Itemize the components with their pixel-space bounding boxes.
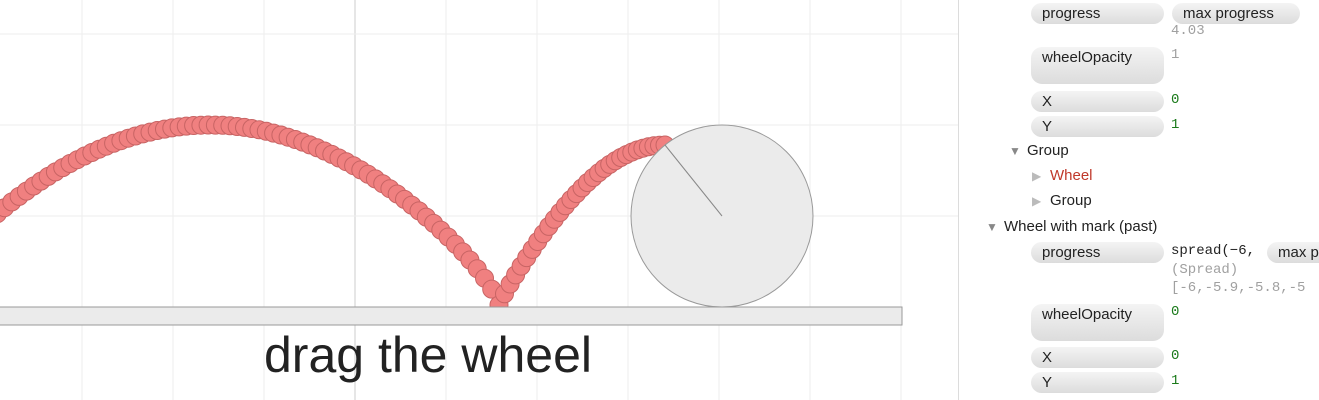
spread-type: (Spread) (1171, 262, 1239, 278)
wheel-label: Wheel (1050, 167, 1093, 184)
inspector-panel: progress max progress 4.03 wheelOpacity … (959, 0, 1319, 400)
past-x-param[interactable]: X (1031, 347, 1164, 368)
past-wheel-opacity-label: wheelOpacity (1042, 306, 1133, 323)
past-wheel-opacity-value[interactable]: 0 (1171, 304, 1180, 320)
spread-expression[interactable]: spread(−6, (1171, 243, 1256, 259)
caption-text: drag the wheel (263, 327, 592, 383)
wheel-opacity-value: 1 (1171, 47, 1180, 63)
progress-label: progress (1042, 5, 1101, 22)
triangle-down-icon[interactable]: ▼ (986, 220, 998, 234)
group-label: Group (1027, 142, 1069, 159)
tree-wheel-with-mark[interactable]: ▼ Wheel with mark (past) (986, 218, 1157, 235)
wheel-spoke (664, 144, 723, 217)
past-x-value[interactable]: 0 (1171, 348, 1180, 364)
triangle-right-icon[interactable]: ▶ (1032, 194, 1042, 208)
triangle-down-icon[interactable]: ▼ (1009, 144, 1021, 158)
progress-param[interactable]: progress (1031, 3, 1164, 24)
past-progress-param[interactable]: progress (1031, 242, 1164, 263)
wheel[interactable] (630, 124, 814, 308)
past-y-value[interactable]: 1 (1171, 373, 1180, 389)
y-label: Y (1042, 118, 1053, 135)
wheel-opacity-param[interactable]: wheelOpacity (1031, 47, 1164, 84)
tree-group[interactable]: ▼ Group (1009, 142, 1069, 159)
past-max-progress-param[interactable]: max p (1267, 242, 1319, 263)
canvas-area[interactable]: drag the wheel (0, 0, 958, 400)
tree-subgroup[interactable]: ▶ Group (1032, 192, 1092, 209)
panel-divider (958, 0, 959, 400)
max-progress-value: 4.03 (1171, 23, 1205, 39)
subgroup-label: Group (1050, 192, 1092, 209)
ground-bar (0, 306, 903, 326)
tree-wheel[interactable]: ▶ Wheel (1032, 167, 1093, 184)
y-value[interactable]: 1 (1171, 117, 1180, 133)
max-progress-label: max progress (1183, 5, 1274, 22)
x-value[interactable]: 0 (1171, 92, 1180, 108)
spread-values: [-6,-5.9,-5.8,-5 (1171, 280, 1306, 296)
x-param[interactable]: X (1031, 91, 1164, 112)
y-param[interactable]: Y (1031, 116, 1164, 137)
past-y-label: Y (1042, 374, 1053, 391)
past-progress-value[interactable]: spread(−6, (1171, 243, 1255, 259)
x-label: X (1042, 93, 1053, 110)
max-progress-param[interactable]: max progress (1172, 3, 1300, 24)
past-x-label: X (1042, 349, 1053, 366)
past-y-param[interactable]: Y (1031, 372, 1164, 393)
wheel-with-mark-label: Wheel with mark (past) (1004, 218, 1158, 235)
past-progress-label: progress (1042, 244, 1101, 261)
scene-svg[interactable] (0, 0, 958, 400)
trail-dots (0, 115, 675, 315)
triangle-right-icon[interactable]: ▶ (1032, 169, 1042, 183)
past-max-progress-label: max p (1278, 244, 1319, 261)
wheel-opacity-label: wheelOpacity (1042, 49, 1133, 66)
past-wheel-opacity-param[interactable]: wheelOpacity (1031, 304, 1164, 341)
